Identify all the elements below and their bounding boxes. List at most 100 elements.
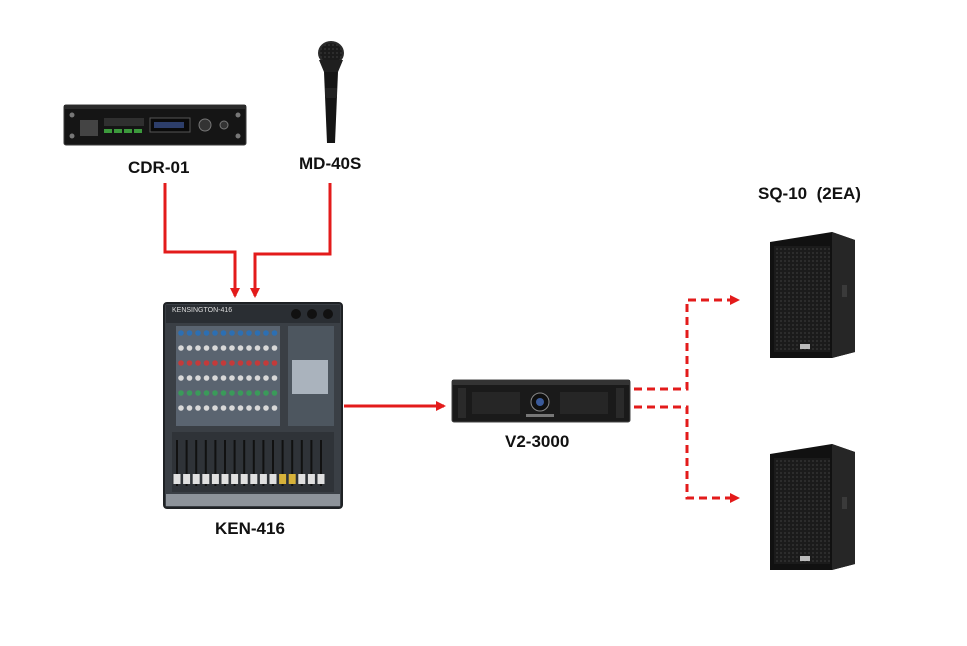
mixer-knob (271, 330, 278, 336)
mixer-knob (237, 405, 244, 411)
mixer-knob (186, 405, 193, 411)
mixer-knob (220, 360, 227, 366)
mixer-knob (254, 405, 261, 411)
mixer-knob (220, 390, 227, 396)
mixer-knob (220, 405, 227, 411)
mixer-knob (186, 345, 193, 351)
mixer-knob (271, 390, 278, 396)
mixer-icon (163, 302, 343, 509)
mixer-knob (178, 345, 184, 351)
mixer-knob (246, 330, 252, 336)
amplifier-icon (451, 379, 631, 423)
mixer-knob (186, 375, 193, 381)
microphone-label: MD-40S (299, 154, 362, 173)
mixer-knob (212, 330, 218, 336)
mixer-fader-track (195, 440, 198, 486)
mixer-knob (263, 360, 269, 366)
mixer-knob (246, 345, 252, 351)
mic-to-mixer-line (250, 183, 332, 298)
speaker-bottom-icon (770, 444, 855, 570)
mixer-fader-cap (288, 474, 296, 484)
mixer-knob (271, 375, 278, 381)
mixer-fader-track (320, 440, 322, 486)
mixer-knob (203, 330, 210, 336)
mixer-knob (203, 375, 210, 381)
mixer-knob (254, 360, 261, 366)
mixer-fader-cap (192, 474, 200, 484)
mixer-knob (195, 390, 201, 396)
cdr-to-mixer-line (163, 183, 240, 298)
mixer-fader-cap (221, 474, 229, 484)
mixer-fader-track (204, 440, 207, 486)
mixer-knob (178, 360, 184, 366)
mixer-knob (178, 330, 184, 336)
mixer-fader-track (291, 440, 294, 486)
mixer-knob (237, 390, 244, 396)
mixer-fader-cap (231, 474, 239, 484)
cd-recorder-icon (63, 104, 247, 146)
mixer-fader-cap (269, 474, 277, 484)
mixer-knob (254, 345, 261, 351)
mixer-fader-cap (202, 474, 210, 484)
mixer-knob (220, 375, 227, 381)
mixer-fader-track (252, 440, 255, 486)
mixer-knob (195, 345, 201, 351)
mixer-knob (237, 330, 244, 336)
microphone-icon (318, 41, 344, 143)
mixer-knob (178, 390, 184, 396)
mixer-fader-track (243, 440, 246, 486)
mixer-knob (212, 345, 218, 351)
amplifier-to-speaker-top-line (634, 295, 740, 391)
mixer-knob (212, 360, 218, 366)
mixer-knob (212, 375, 218, 381)
mixer-knob (186, 360, 193, 366)
mixer-fader-track (176, 440, 178, 486)
mixer-knob (203, 390, 210, 396)
amplifier-to-speaker-bottom-line (634, 405, 740, 503)
mixer-knob (178, 405, 184, 411)
mixer-fader-track (224, 440, 226, 486)
mixer-knob (229, 360, 235, 366)
mixer-fader-track (310, 440, 313, 486)
mixer-knob (186, 390, 193, 396)
mixer-knob (212, 405, 218, 411)
mixer-knob (263, 375, 269, 381)
mixer-knob (195, 330, 201, 336)
speaker-top-icon (770, 232, 855, 358)
speakers-label: SQ-10 (2EA) (758, 184, 861, 203)
mixer-fader-track (214, 440, 217, 486)
mixer-knob (246, 360, 252, 366)
mixer-knob (237, 375, 244, 381)
mixer-fader-cap (240, 474, 248, 484)
mixer-knob (237, 360, 244, 366)
mixer-knob (178, 375, 184, 381)
mixer-knob (229, 330, 235, 336)
mixer-fader-cap (250, 474, 258, 484)
mixer-fader-cap (183, 474, 191, 484)
mixer-fader-cap (259, 474, 267, 484)
mixer-knob (229, 345, 235, 351)
mixer-knob (229, 375, 235, 381)
mixer-knob (203, 345, 210, 351)
mixer-knob (271, 360, 278, 366)
mixer-knob (246, 405, 252, 411)
mixer-knob (271, 345, 278, 351)
mixer-fader-track (262, 440, 265, 486)
mixer-fader-cap (317, 474, 325, 484)
mixer-fader-track (185, 440, 188, 486)
mixer-fader-cap (307, 474, 315, 484)
mixer-fader-cap (298, 474, 306, 484)
mixer-knob (246, 375, 252, 381)
mixer-knob (203, 405, 210, 411)
mixer-knob (263, 390, 269, 396)
mixer-fader-track (233, 440, 236, 486)
mixer-fader-track (281, 440, 284, 486)
mixer-knob (237, 345, 244, 351)
mixer-knob (254, 390, 261, 396)
mixer-knob (263, 405, 269, 411)
mixer-knob (271, 405, 278, 411)
mixer-knob (212, 390, 218, 396)
mixer-knob (246, 390, 252, 396)
cd-recorder-label: CDR-01 (128, 158, 190, 177)
